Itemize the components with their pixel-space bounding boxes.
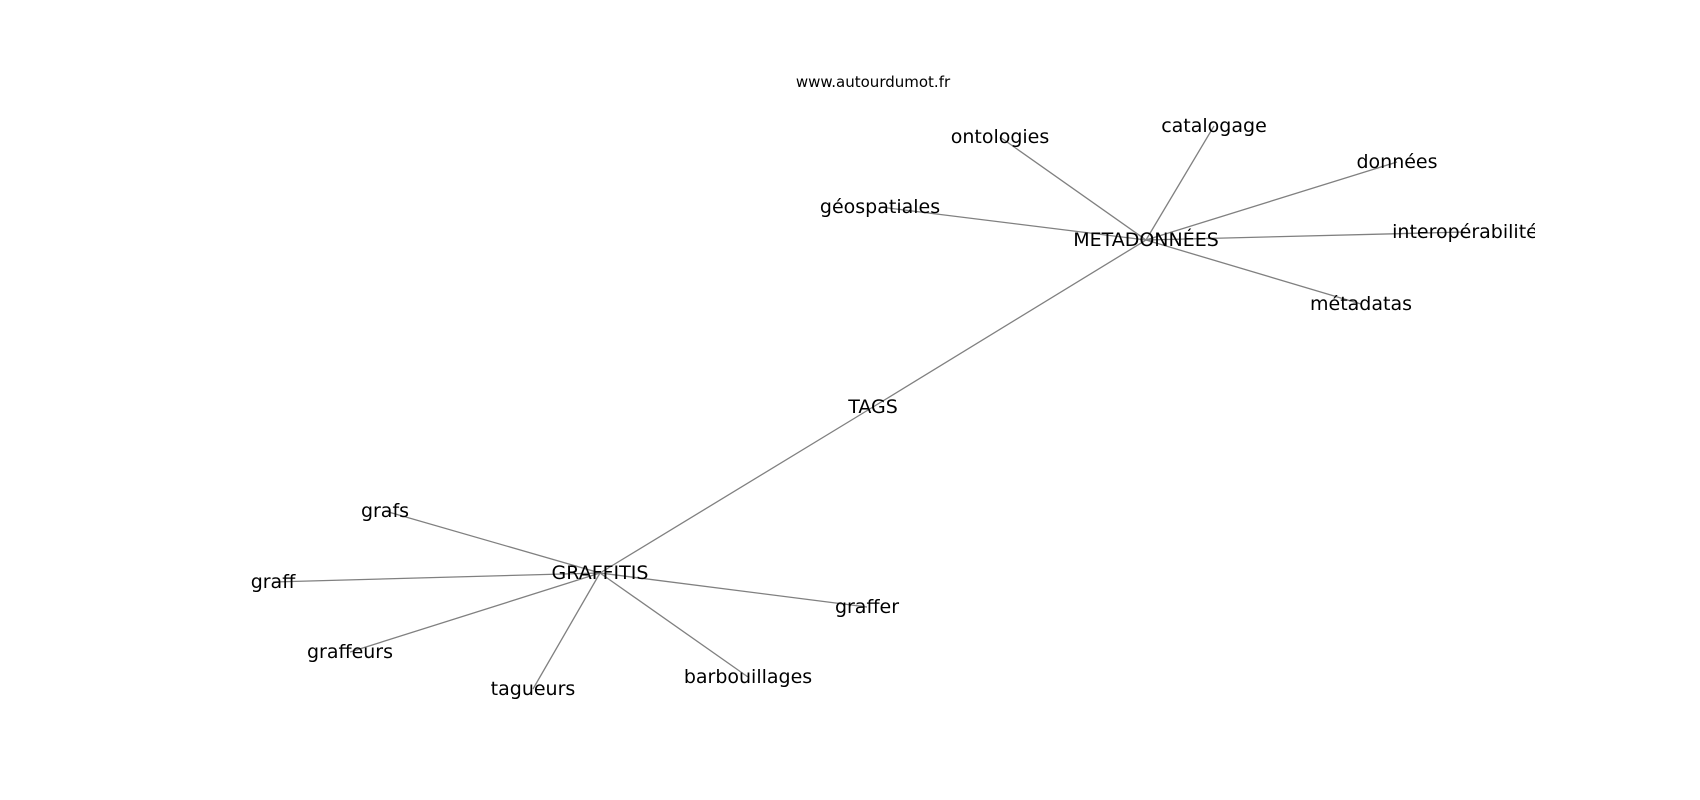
node-metadatas: métadatas [1310, 293, 1412, 315]
node-graffer: graffer [835, 596, 899, 618]
node-graffeurs: graffeurs [307, 641, 393, 663]
node-tagueurs: tagueurs [491, 678, 576, 700]
edge-graffitis-graffer [599, 572, 868, 608]
edge-metadonnees-ontologies [999, 136, 1147, 241]
node-graffitis: GRAFFITIS [552, 562, 649, 584]
node-graff: graff [251, 571, 297, 593]
node-ontologies: ontologies [951, 126, 1050, 148]
edge-graffitis-barbouillages [599, 572, 749, 678]
node-metadonnees: METADONNÉES [1073, 228, 1219, 251]
node-catalogage: catalogage [1161, 115, 1267, 137]
edge-tags-metadonnees [872, 239, 1147, 408]
edge-metadonnees-geospatiales [879, 206, 1147, 241]
node-grafs: grafs [361, 500, 409, 522]
edge-tags-graffitis [599, 406, 874, 574]
nodes: TAGS METADONNÉES GRAFFITIS ontologies catalo… [251, 115, 1538, 700]
node-barbouillages: barbouillages [684, 666, 812, 688]
site-url: www.autourdumot.fr [796, 73, 951, 91]
node-geospatiales: géospatiales [820, 196, 940, 218]
node-tags: TAGS [847, 396, 898, 418]
edge-graffitis-tagueurs [532, 572, 601, 690]
edge-graffitis-graff [272, 572, 601, 583]
node-interoperabilite: interopérabilité [1392, 221, 1538, 243]
edge-metadonnees-interoperabilite [1145, 231, 1466, 241]
edge-graffitis-graffeurs [349, 572, 601, 653]
node-donnees: données [1356, 151, 1437, 173]
edge-graffitis-grafs [384, 510, 601, 574]
edge-metadonnees-donnees [1145, 161, 1398, 241]
edge-metadonnees-catalogage [1145, 125, 1215, 241]
edges [272, 125, 1466, 690]
edge-metadonnees-metadatas [1145, 239, 1362, 305]
